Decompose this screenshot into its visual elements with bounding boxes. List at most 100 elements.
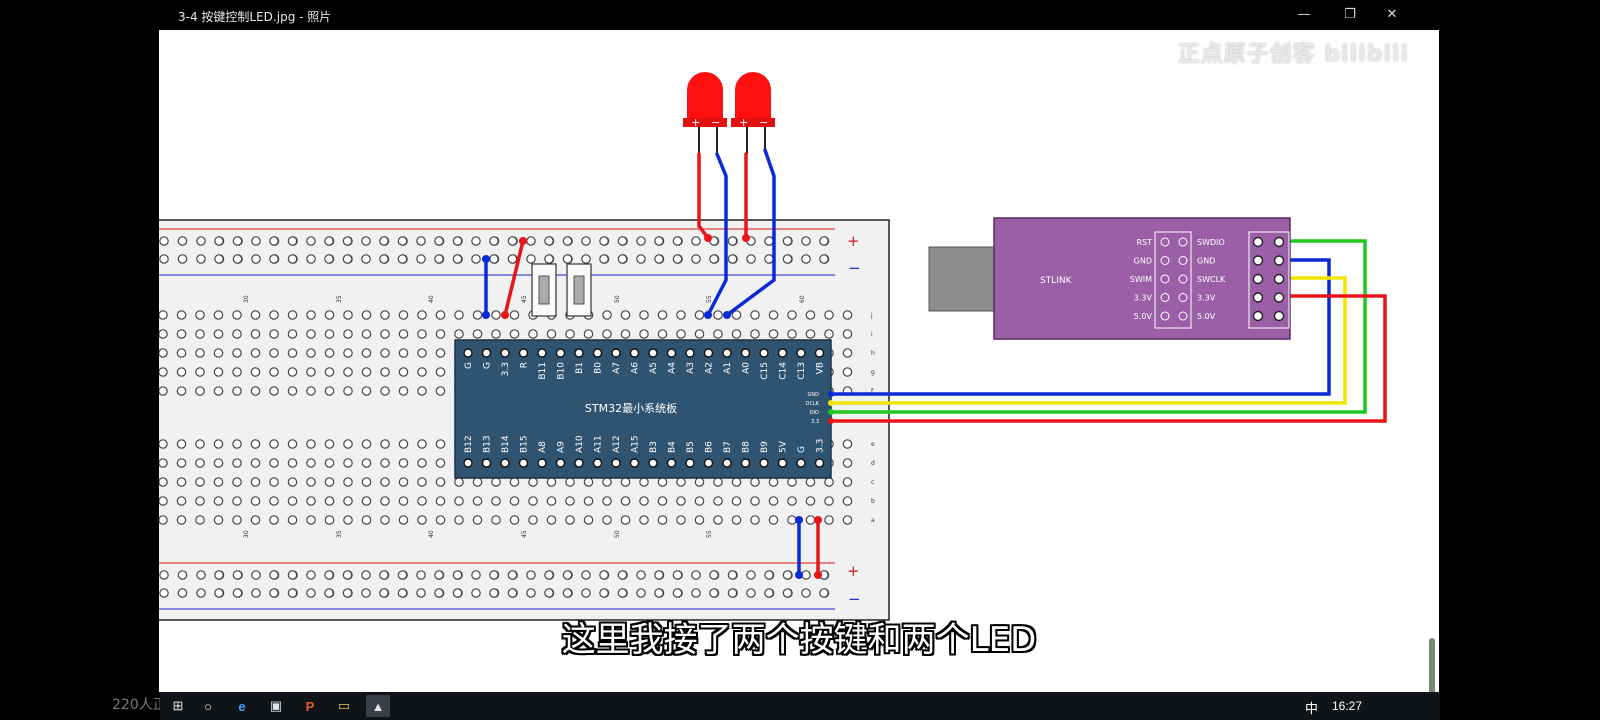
hole <box>672 254 683 264</box>
hole <box>842 477 853 487</box>
hole <box>639 515 649 525</box>
hole <box>416 254 426 264</box>
hole <box>819 588 829 598</box>
board-pin-label: G <box>797 446 807 453</box>
hole <box>583 496 594 506</box>
board-pin-hole <box>666 348 677 358</box>
hole <box>232 367 242 377</box>
board-pin-label: G <box>483 362 493 369</box>
hole <box>195 458 205 468</box>
hole <box>528 496 538 506</box>
hole <box>452 570 463 580</box>
hole <box>251 570 261 580</box>
stlink-pin <box>1178 293 1188 302</box>
board-pin-label: 3.3 <box>501 362 511 376</box>
search-icon[interactable]: ○ <box>204 698 212 714</box>
hole <box>324 496 335 506</box>
column-number: 30 <box>243 295 250 303</box>
hole <box>213 477 224 487</box>
hole <box>269 588 279 598</box>
board-pin-label: C15 <box>760 362 770 380</box>
hole <box>750 329 760 339</box>
hole <box>471 570 481 580</box>
hole <box>417 496 427 506</box>
hole <box>472 477 483 487</box>
column-number: 50 <box>614 530 621 538</box>
hole <box>713 515 723 525</box>
photos-app-icon[interactable]: ▲ <box>366 695 390 717</box>
board-pin-hole <box>666 458 677 468</box>
hole <box>471 236 481 246</box>
hole <box>343 515 353 525</box>
hole <box>713 310 723 320</box>
hole <box>250 310 261 320</box>
row-letter: e <box>871 441 875 448</box>
hole <box>232 458 242 468</box>
hole <box>636 570 646 580</box>
board-pin-label: B8 <box>742 441 752 453</box>
hole <box>583 515 594 525</box>
top-rail-plus-sign: + <box>847 232 860 250</box>
push-button-1 <box>531 263 557 317</box>
hole <box>768 477 779 487</box>
hole <box>599 236 609 246</box>
hole <box>343 496 353 506</box>
board-pin-hole <box>777 348 788 358</box>
hole <box>159 310 168 320</box>
board-pin-hole <box>500 458 510 468</box>
hole <box>250 329 261 339</box>
hole <box>232 236 243 246</box>
hole <box>306 236 316 246</box>
minimize-button[interactable]: — <box>1297 7 1311 22</box>
hole <box>159 496 168 506</box>
hole <box>269 439 279 449</box>
hole <box>491 515 501 525</box>
board-pin-hole <box>740 458 751 468</box>
maximize-button[interactable]: ❐ <box>1344 7 1356 22</box>
stlink-body <box>993 217 1291 340</box>
hole <box>232 496 242 506</box>
stlink-header-pin <box>1273 273 1285 285</box>
hole <box>842 439 853 449</box>
hole <box>306 386 316 396</box>
taskbar-clock[interactable]: 16:27 <box>1331 699 1362 713</box>
windows-start-icon[interactable]: ⊞ <box>172 698 184 713</box>
hole <box>435 367 446 377</box>
hole <box>176 310 187 320</box>
hole <box>544 570 554 580</box>
hole <box>213 439 224 449</box>
hole <box>617 588 628 598</box>
input-method-indicator[interactable]: 中 <box>1304 701 1318 716</box>
hole <box>489 588 499 598</box>
hole <box>250 367 261 377</box>
hole <box>159 348 168 358</box>
hole <box>435 515 446 525</box>
hole <box>602 477 612 487</box>
board-pin-label: A3 <box>686 362 696 374</box>
powerpoint-icon[interactable]: P <box>305 698 315 714</box>
hole <box>287 477 298 487</box>
stm32-board <box>454 339 832 479</box>
board-pin-hole <box>537 458 547 468</box>
board-pin-label: B0 <box>594 362 604 374</box>
file-explorer-icon[interactable]: ▭ <box>337 698 351 713</box>
hole <box>731 477 742 487</box>
hole <box>842 310 853 320</box>
board-pin-hole <box>629 348 640 358</box>
board-pin-hole <box>463 348 473 358</box>
hole <box>602 515 612 525</box>
stlink-header-pin <box>1273 236 1285 248</box>
scroll-indicator[interactable] <box>1429 638 1435 692</box>
edge-icon[interactable]: e <box>238 698 246 714</box>
hole <box>491 496 501 506</box>
close-button[interactable]: ✕ <box>1386 7 1398 22</box>
hole <box>454 496 464 506</box>
hole <box>159 458 168 468</box>
hole <box>528 515 538 525</box>
row-letter: a <box>871 517 875 524</box>
hole <box>361 458 372 468</box>
hole <box>694 329 705 339</box>
camera-app-icon[interactable]: ▣ <box>269 698 283 713</box>
